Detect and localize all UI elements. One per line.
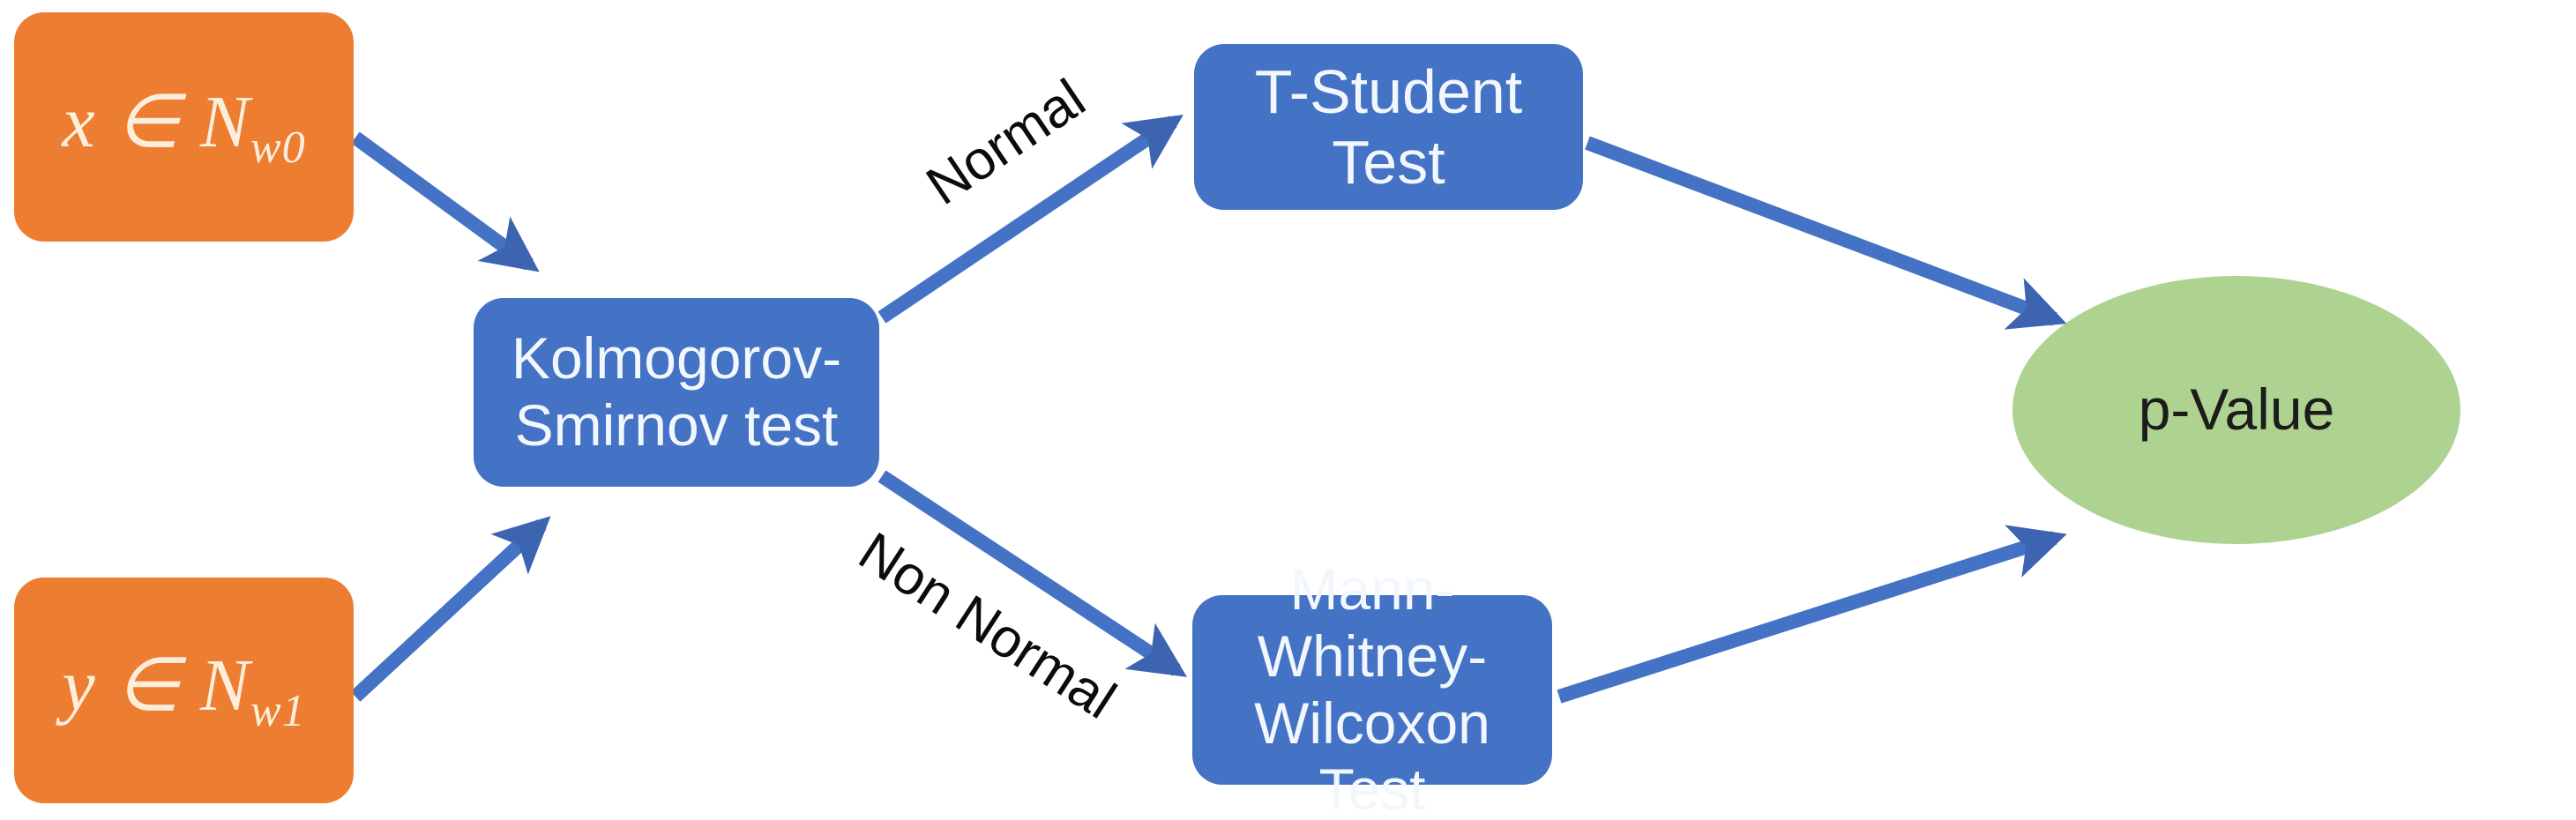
node-mann-whitney-wilcoxon-test-label: Mann-Whitney- Wilcoxon Test [1254, 555, 1490, 820]
node-t-student-test[interactable]: T-Student Test [1194, 44, 1583, 210]
node-mann-whitney-wilcoxon-test[interactable]: Mann-Whitney- Wilcoxon Test [1192, 556, 1552, 820]
node-input-x[interactable]: x ∈ Nw0 [14, 12, 354, 242]
node-input-y[interactable]: y ∈ Nw1 [14, 578, 354, 803]
edge-ks-to-mann-whitney [877, 470, 1188, 677]
node-t-student-test-label: T-Student Test [1254, 56, 1523, 198]
node-input-y-label: y ∈ Nw1 [62, 644, 306, 736]
node-kolmogorov-smirnov-test-label: Kolmogorov- Smirnov test [511, 325, 842, 458]
edge-t-student-to-p-value [1585, 136, 2067, 330]
node-p-value-label: p-Value [2138, 376, 2335, 443]
edge-ks-to-t-student [877, 114, 1183, 324]
node-p-value[interactable]: p-Value [2012, 276, 2460, 544]
edge-mann-whitney-to-p-value [1557, 525, 2067, 704]
node-input-x-label: x ∈ Nw0 [62, 80, 306, 173]
edge-y-to-ks [350, 516, 551, 702]
edge-x-to-ks [351, 131, 540, 272]
node-kolmogorov-smirnov-test[interactable]: Kolmogorov- Smirnov test [474, 298, 879, 487]
